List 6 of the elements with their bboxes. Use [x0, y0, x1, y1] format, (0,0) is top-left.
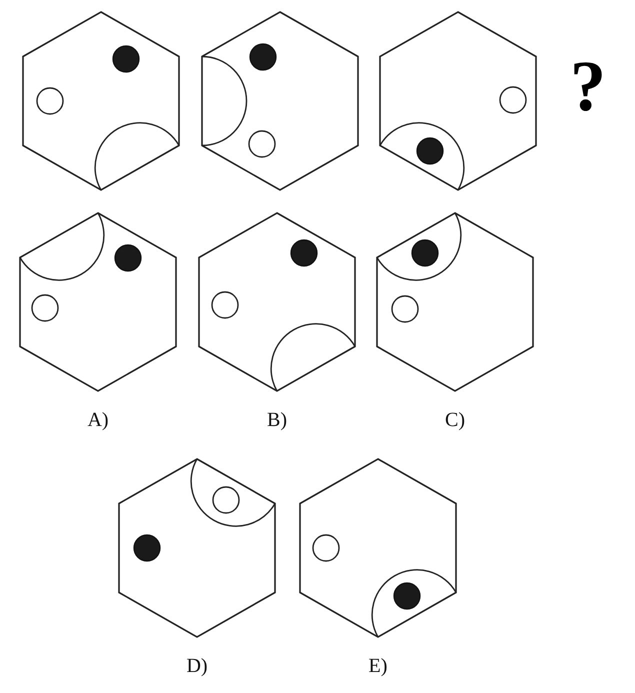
option-label: C) [445, 409, 465, 432]
question-mark: ? [570, 50, 606, 122]
option-label: E) [368, 655, 388, 678]
option-label: D) [186, 655, 208, 678]
option-label: A) [87, 409, 109, 432]
option-label: B) [267, 409, 287, 432]
